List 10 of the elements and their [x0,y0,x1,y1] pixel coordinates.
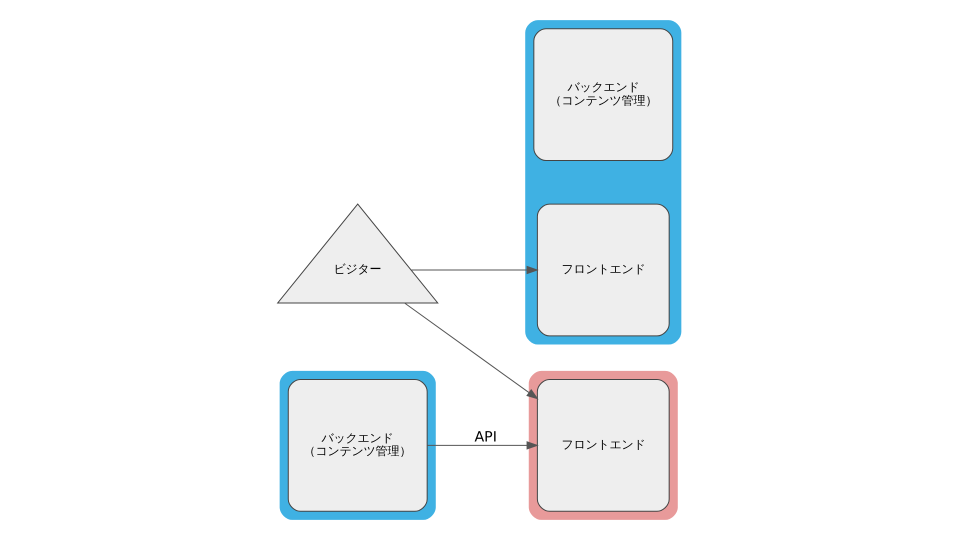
arrow [426,441,538,450]
arrow [410,266,538,274]
cluster [528,370,678,520]
node-box: フロントエンド [536,204,670,336]
node-box: バックエンド （コンテンツ管理） [532,28,673,162]
arrow [404,302,538,400]
edge-label: API [474,430,496,446]
node-box: バックエンド （コンテンツ管理） [287,378,428,512]
node-box: フロントエンド [536,378,670,512]
cluster [279,370,436,520]
